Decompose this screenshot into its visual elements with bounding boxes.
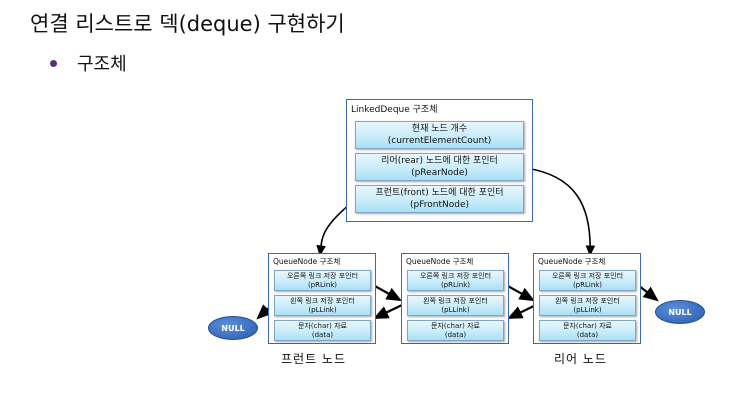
queue-node-title: QueueNode 구조체 [406, 257, 474, 266]
rear-pointer-arrow [524, 167, 596, 257]
front-node-caption: 프런트 노드 [281, 352, 347, 366]
llink-field: 왼쪽 링크 저장 포인터 (pLLink) [407, 295, 504, 316]
queue-node-rear: QueueNode 구조체 오른쪽 링크 저장 포인터 (pRLink) 왼쪽 … [533, 253, 641, 344]
field-name: (pRearNode) [411, 168, 468, 178]
field-label: 오른쪽 링크 저장 포인터 [551, 271, 624, 280]
data-field: 문자(char) 자료 (data) [274, 320, 371, 341]
front-node-pointer-field: 프런트(front) 노드에 대한 포인터 (pFrontNode) [355, 185, 524, 213]
field-label: 왼쪽 링크 저장 포인터 [555, 296, 620, 305]
data-field: 문자(char) 자료 (data) [539, 320, 636, 341]
field-name: (data) [311, 330, 334, 339]
node3-null-arrow [637, 284, 659, 302]
field-name: (pLLink) [573, 305, 602, 314]
field-label: 문자(char) 자료 [431, 321, 480, 330]
queue-node-middle: QueueNode 구조체 오른쪽 링크 저장 포인터 (pRLink) 왼쪽 … [401, 253, 509, 344]
current-element-count-field: 현재 노드 개수 (currentElementCount) [355, 121, 524, 149]
field-label: 프런트(front) 노드에 대한 포인터 [375, 188, 504, 198]
null-right: NULL [655, 300, 705, 324]
data-field: 문자(char) 자료 (data) [407, 320, 504, 341]
queue-node-title: QueueNode 구조체 [538, 257, 606, 266]
rlink-field: 오른쪽 링크 저장 포인터 (pRLink) [539, 270, 636, 291]
bullet-item: 구조체 [50, 50, 127, 76]
field-label: 오른쪽 링크 저장 포인터 [286, 271, 359, 280]
field-name: (currentElementCount) [387, 136, 492, 146]
field-name: (pFrontNode) [410, 200, 469, 210]
bullet-text: 구조체 [77, 54, 127, 75]
llink-field: 왼쪽 링크 저장 포인터 (pLLink) [274, 295, 371, 316]
field-label: 리어(rear) 노드에 대한 포인터 [381, 156, 498, 166]
field-name: (data) [444, 330, 467, 339]
field-name: (pLLink) [308, 305, 337, 314]
field-label: 문자(char) 자료 [298, 321, 347, 330]
field-name: (pRLink) [440, 280, 471, 289]
rlink-field: 오른쪽 링크 저장 포인터 (pRLink) [407, 270, 504, 291]
field-name: (pRLink) [307, 280, 338, 289]
field-name: (data) [576, 330, 599, 339]
node3-llink-arrow [507, 304, 537, 319]
queue-node-title: QueueNode 구조체 [273, 257, 341, 266]
node2-rlink-arrow [505, 284, 535, 302]
field-label: 문자(char) 자료 [563, 321, 612, 330]
field-label: 오른쪽 링크 저장 포인터 [419, 271, 492, 280]
slide-title: 연결 리스트로 덱(deque) 구현하기 [30, 12, 345, 36]
rlink-field: 오른쪽 링크 저장 포인터 (pRLink) [274, 270, 371, 291]
field-label: 왼쪽 링크 저장 포인터 [423, 296, 488, 305]
linked-deque-title: LinkedDeque 구조체 [351, 105, 438, 115]
rear-node-caption: 리어 노드 [554, 352, 607, 366]
field-name: (pLLink) [441, 305, 470, 314]
llink-field: 왼쪽 링크 저장 포인터 (pLLink) [539, 295, 636, 316]
linked-deque-struct: LinkedDeque 구조체 현재 노드 개수 (currentElement… [346, 99, 533, 222]
field-name: (pRLink) [572, 280, 603, 289]
bullet-dot [50, 59, 57, 67]
field-label: 왼쪽 링크 저장 포인터 [290, 296, 355, 305]
node1-rlink-arrow [372, 284, 402, 302]
node2-llink-arrow [373, 304, 403, 319]
queue-node-front: QueueNode 구조체 오른쪽 링크 저장 포인터 (pRLink) 왼쪽 … [268, 253, 376, 344]
null-left: NULL [208, 316, 258, 340]
rear-node-pointer-field: 리어(rear) 노드에 대한 포인터 (pRearNode) [355, 153, 524, 181]
field-label: 현재 노드 개수 [411, 124, 468, 134]
